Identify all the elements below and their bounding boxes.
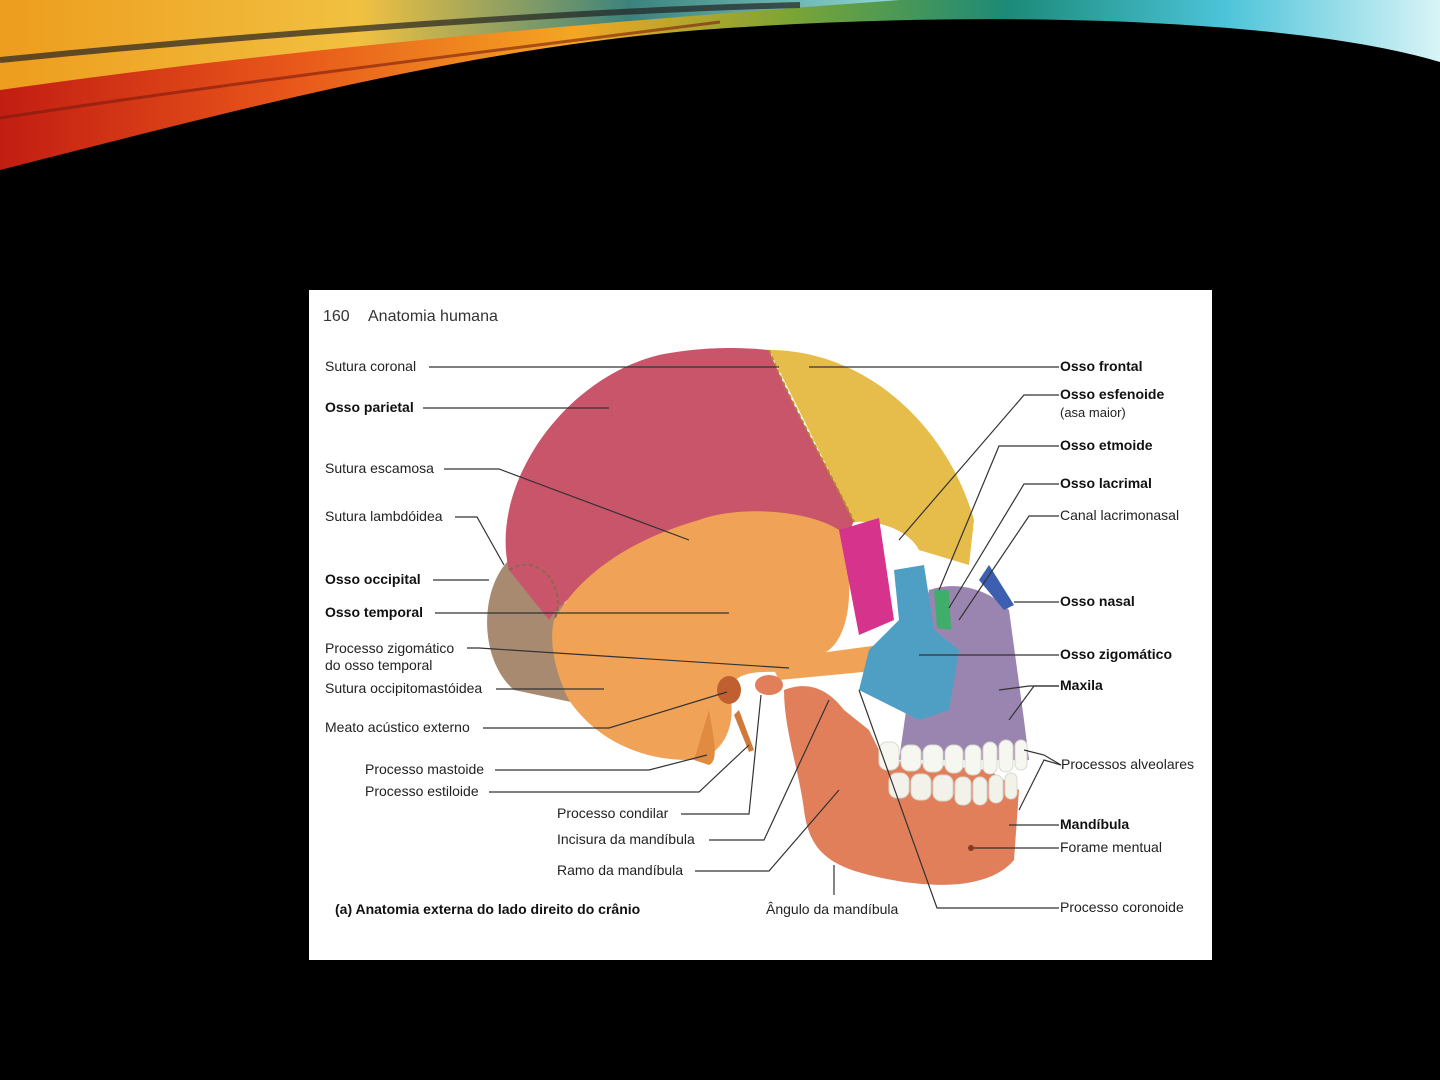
- label-sutura-escamosa: Sutura escamosa: [325, 460, 434, 476]
- label-mandibula: Mandíbula: [1060, 816, 1130, 832]
- temporal-bone: [552, 511, 850, 760]
- leader-lines: [423, 366, 1062, 909]
- label-osso-parietal: Osso parietal: [325, 399, 414, 415]
- skull-illustration: [423, 347, 1062, 909]
- label-forame-mentual: Forame mentual: [1060, 839, 1162, 855]
- label-osso-etmoide: Osso etmoide: [1060, 437, 1153, 453]
- figure-caption: (a) Anatomia externa do lado direito do …: [335, 901, 641, 917]
- label-osso-lacrimal: Osso lacrimal: [1060, 475, 1152, 491]
- page-number: 160: [323, 308, 350, 325]
- label-processos-alveolares: Processos alveolares: [1061, 756, 1195, 772]
- label-sutura-lambdoidea: Sutura lambdóidea: [325, 508, 443, 524]
- label-asa-maior: (asa maior): [1060, 405, 1126, 420]
- mental-foramen-mark: [968, 845, 974, 851]
- label-processo-zigomatico-line2: do osso temporal: [325, 657, 433, 673]
- label-osso-esfenoide: Osso esfenoide: [1060, 386, 1165, 402]
- upper-teeth: [878, 739, 1028, 776]
- label-processo-condilar: Processo condilar: [557, 805, 669, 821]
- book-title: Anatomia humana: [368, 308, 498, 325]
- label-processo-mastoide: Processo mastoide: [365, 761, 485, 777]
- lower-teeth: [888, 772, 1018, 806]
- label-osso-temporal: Osso temporal: [325, 604, 424, 620]
- label-maxila: Maxila: [1060, 677, 1103, 693]
- frontal-bone: [769, 350, 974, 565]
- label-osso-occipital: Osso occipital: [325, 571, 421, 587]
- zygomatic-process: [769, 645, 884, 680]
- label-meato-acustico: Meato acústico externo: [325, 719, 470, 735]
- label-canal-lacrimonasal: Canal lacrimonasal: [1060, 507, 1180, 523]
- skull-figure: 160 Anatomia humana Sutura coronal Osso …: [309, 290, 1212, 960]
- label-ramo-mandibula: Ramo da mandíbula: [557, 862, 684, 878]
- condylar-process: [755, 675, 783, 695]
- sphenoid-bone: [839, 518, 894, 635]
- label-incisura-mandibula: Incisura da mandíbula: [557, 831, 695, 847]
- decorative-banner: [0, 0, 1440, 170]
- zygomatic-bone: [859, 565, 959, 720]
- label-sutura-occipitomastoidea: Sutura occipitomastóidea: [325, 680, 483, 696]
- label-sutura-coronal: Sutura coronal: [325, 358, 417, 374]
- label-osso-nasal: Osso nasal: [1060, 593, 1135, 609]
- styloid-process: [734, 710, 754, 752]
- label-processo-estiloide: Processo estiloide: [365, 783, 479, 799]
- label-osso-frontal: Osso frontal: [1060, 358, 1143, 374]
- label-processo-zigomatico-line1: Processo zigomático: [325, 640, 455, 656]
- label-angulo-mandibula: Ângulo da mandíbula: [766, 901, 899, 917]
- ear-canal: [717, 676, 741, 704]
- mastoid-process: [694, 710, 715, 765]
- label-processo-coronoide: Processo coronoide: [1060, 899, 1184, 915]
- ethmoid-bone: [934, 590, 951, 630]
- label-osso-zigomatico: Osso zigomático: [1060, 646, 1173, 662]
